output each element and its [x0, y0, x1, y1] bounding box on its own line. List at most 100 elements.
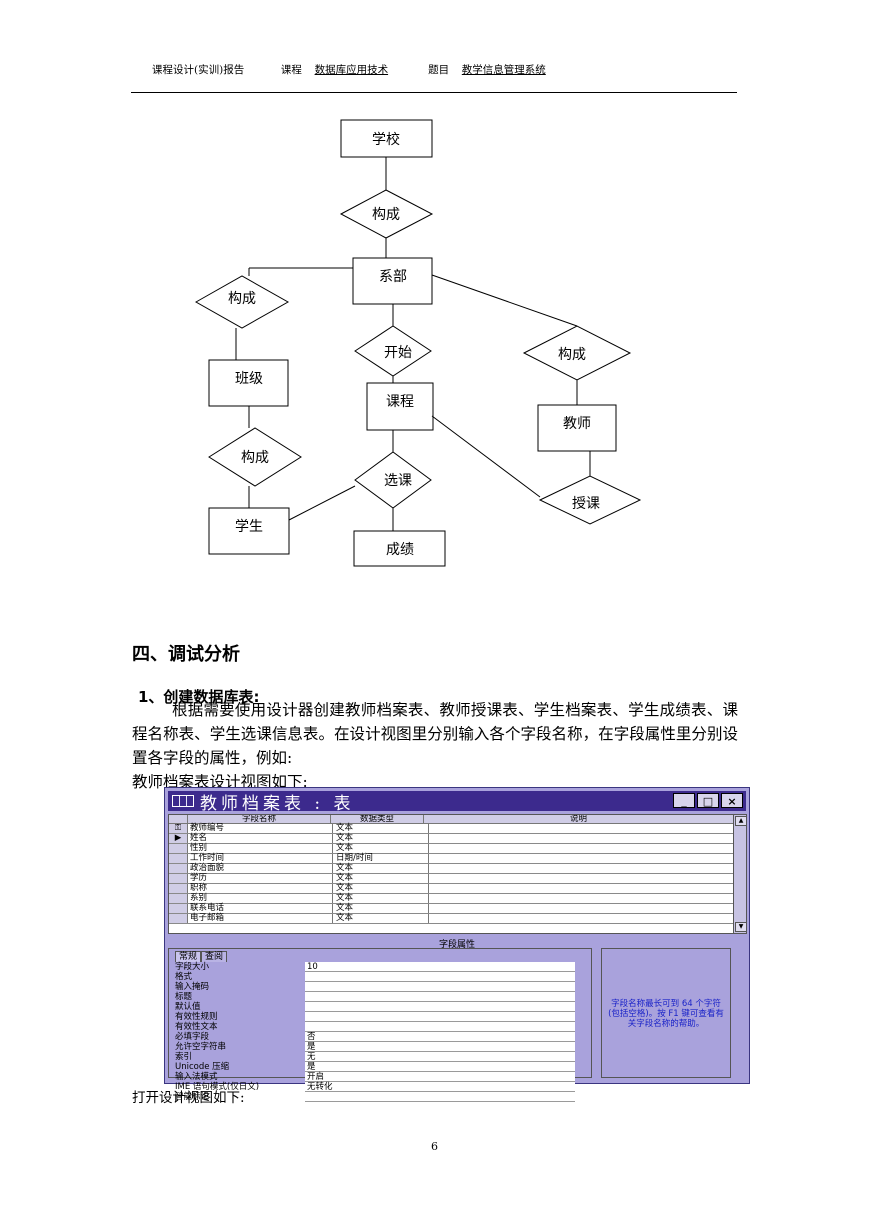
table-row[interactable]: 性别文本	[169, 844, 733, 854]
er-entity-school	[340, 119, 433, 158]
tab-lookup[interactable]: 查阅	[201, 951, 228, 962]
after-caption: 打开设计视图如下:	[132, 1090, 245, 1106]
tab-general[interactable]: 常规	[175, 951, 202, 962]
property-value[interactable]: 无	[305, 1052, 575, 1062]
er-label: 教师	[563, 416, 591, 432]
data-type-cell[interactable]: 文本	[333, 894, 429, 903]
property-key: 输入掩码	[175, 982, 210, 992]
er-entity-teacher	[537, 404, 617, 452]
table-row[interactable]: 工作时间日期/时间	[169, 854, 733, 864]
scroll-down-icon[interactable]: ▼	[735, 922, 747, 932]
data-type-cell[interactable]: 日期/时间	[333, 854, 429, 863]
row-selector[interactable]	[169, 854, 188, 863]
row-selector[interactable]	[169, 894, 188, 903]
property-key: 索引	[175, 1052, 193, 1062]
maximize-button[interactable]: □	[697, 793, 719, 808]
field-properties-label: 字段属性	[438, 940, 475, 950]
er-label: 学校	[372, 131, 400, 148]
table-row[interactable]: 政治面貌文本	[169, 864, 733, 874]
field-name-cell[interactable]: 性别	[188, 844, 333, 853]
er-entity-class	[208, 359, 289, 407]
description-cell[interactable]	[429, 824, 733, 833]
row-selector[interactable]	[169, 844, 188, 853]
description-cell[interactable]	[429, 914, 733, 923]
field-name-cell[interactable]: 教师编号	[188, 824, 333, 833]
description-cell[interactable]	[429, 844, 733, 853]
field-name-cell[interactable]: 联系电话	[188, 904, 333, 913]
property-key: 输入法模式	[175, 1072, 218, 1082]
field-name-cell[interactable]: 职称	[188, 884, 333, 893]
table-row[interactable]: ⚿教师编号文本	[169, 824, 733, 834]
data-type-cell[interactable]: 文本	[333, 864, 429, 873]
table-row[interactable]: ▶姓名文本	[169, 834, 733, 844]
description-cell[interactable]	[429, 884, 733, 893]
col-field-name: 字段名称	[188, 815, 331, 823]
row-selector[interactable]	[169, 904, 188, 913]
section-subheading: 1、创建数据库表:	[138, 688, 260, 706]
row-selector[interactable]	[169, 914, 188, 923]
property-value[interactable]	[305, 1092, 575, 1102]
minimize-button[interactable]: _	[673, 793, 695, 808]
er-relation-school-dept	[339, 189, 434, 239]
data-type-cell[interactable]: 文本	[333, 914, 429, 923]
row-selector[interactable]	[169, 874, 188, 883]
property-value[interactable]	[305, 1012, 575, 1022]
property-value[interactable]: 否	[305, 1032, 575, 1042]
property-row: 索引 无	[175, 1052, 579, 1062]
property-value[interactable]	[305, 982, 575, 992]
close-button[interactable]: ×	[721, 793, 743, 808]
row-selector[interactable]	[169, 884, 188, 893]
description-cell[interactable]	[429, 894, 733, 903]
description-cell[interactable]	[429, 874, 733, 883]
scroll-up-icon[interactable]: ▲	[735, 816, 747, 826]
current-row-icon[interactable]: ▶	[169, 834, 188, 843]
field-name-cell[interactable]: 政治面貌	[188, 864, 333, 873]
course-label: 课程	[280, 64, 302, 76]
property-value[interactable]: 无转化	[305, 1082, 575, 1092]
field-name-cell[interactable]: 学历	[188, 874, 333, 883]
body-paragraph: 根据需要使用设计器创建教师档案表、教师授课表、学生档案表、学生成绩表、课程名称表…	[132, 701, 738, 767]
table-row[interactable]: 职称文本	[169, 884, 733, 894]
er-entity-grade	[353, 530, 446, 567]
field-name-cell[interactable]: 工作时间	[188, 854, 333, 863]
property-key: IME 语句模式(仅日文)	[175, 1082, 260, 1092]
property-value[interactable]	[305, 992, 575, 1002]
property-row: 有效性文本	[175, 1022, 579, 1032]
property-value[interactable]	[305, 1022, 575, 1032]
description-cell[interactable]	[429, 834, 733, 843]
property-value[interactable]: 10	[305, 962, 575, 972]
field-name-cell[interactable]: 电子邮箱	[188, 914, 333, 923]
data-type-cell[interactable]: 文本	[333, 904, 429, 913]
data-type-cell[interactable]: 文本	[333, 834, 429, 843]
property-key: 标题	[175, 992, 193, 1002]
property-value[interactable]	[305, 1002, 575, 1012]
window-titlebar[interactable]: 教师档案表 : 表 _ □ ×	[168, 791, 746, 814]
table-row[interactable]: 学历文本	[169, 874, 733, 884]
property-key: 有效性文本	[175, 1022, 218, 1032]
table-row[interactable]: 电子邮箱文本	[169, 914, 733, 924]
data-type-cell[interactable]: 文本	[333, 874, 429, 883]
data-type-cell[interactable]: 文本	[333, 884, 429, 893]
table-row[interactable]: 系别文本	[169, 894, 733, 904]
report-label: 课程设计(实训)报告	[152, 64, 245, 76]
er-entity-student	[208, 507, 290, 555]
property-row: 输入法模式 开启	[175, 1072, 579, 1082]
row-selector[interactable]	[169, 864, 188, 873]
er-label: 构成	[228, 291, 256, 307]
description-cell[interactable]	[429, 854, 733, 863]
property-value[interactable]: 是	[305, 1042, 575, 1052]
grid-scrollbar[interactable]: ▲ ▼	[733, 814, 747, 934]
property-value[interactable]: 是	[305, 1062, 575, 1072]
description-cell[interactable]	[429, 904, 733, 913]
property-value[interactable]: 开启	[305, 1072, 575, 1082]
field-name-cell[interactable]: 系别	[188, 894, 333, 903]
primary-key-icon[interactable]: ⚿	[169, 824, 188, 833]
table-row[interactable]: 联系电话文本	[169, 904, 733, 914]
property-value[interactable]	[305, 972, 575, 982]
page-number: 6	[431, 1140, 438, 1153]
help-text: 字段名称最长可到 64 个字符(包括空格)。按 F1 键可查看有关字段名称的帮助…	[601, 948, 731, 1078]
data-type-cell[interactable]: 文本	[333, 824, 429, 833]
description-cell[interactable]	[429, 864, 733, 873]
field-name-cell[interactable]: 姓名	[188, 834, 333, 843]
data-type-cell[interactable]: 文本	[333, 844, 429, 853]
